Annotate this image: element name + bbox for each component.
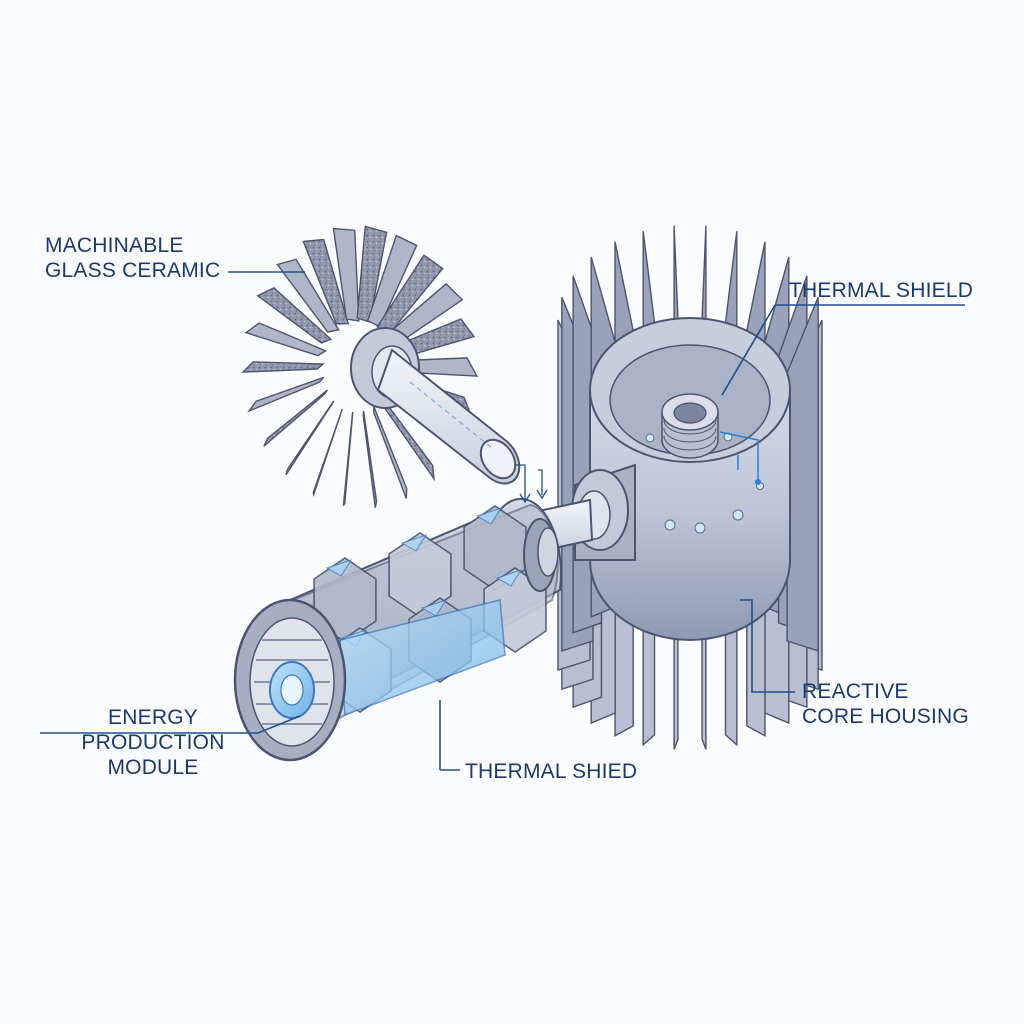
drum-rear-coupling: [523, 518, 559, 592]
label-energy-production-module: ENERGY PRODUCTION MODULE: [81, 706, 225, 779]
reactive-core-housing: [512, 225, 823, 750]
fan-blade: [332, 227, 360, 322]
fan-blade: [356, 225, 388, 323]
leader-thermal-shield-bottom: [439, 700, 460, 771]
panel-glow-seam: [420, 599, 448, 617]
fan-blade: [285, 400, 335, 476]
label-thermal-shield-top: THERMAL SHIELD: [789, 279, 974, 302]
housing-holes: [645, 432, 764, 534]
energy-production-module: [233, 497, 562, 762]
panel-glow-seam: [400, 534, 428, 552]
fan-blade: [244, 322, 328, 357]
fan-blade: [366, 234, 418, 328]
leader-energy-production-module: [40, 715, 301, 734]
leader-thermal-shield-top: [721, 304, 965, 396]
threaded-collar: [661, 393, 719, 459]
fan-blade: [263, 389, 328, 447]
label-reactive-core-housing: REACTIVE CORE HOUSING: [802, 680, 969, 728]
fan-blade: [372, 405, 408, 499]
fan-blade: [256, 287, 333, 344]
fan-blade: [241, 361, 326, 373]
fan-blade: [312, 408, 343, 498]
fan-blade: [362, 410, 378, 508]
leader-lines: [40, 271, 965, 771]
label-machinable-glass-ceramic: MACHINABLE GLASS CERAMIC: [45, 234, 221, 282]
panel-glow-seam: [495, 569, 523, 587]
label-thermal-shield-bottom: THERMAL SHIED: [465, 760, 638, 783]
fan-blade: [276, 258, 340, 333]
fan-blade: [342, 411, 354, 507]
ceramic-fan-wheel: [241, 225, 479, 508]
fan-blade: [247, 376, 325, 413]
leader-reactive-core-housing: [740, 599, 795, 693]
panel-glow-seam: [325, 559, 353, 577]
fan-blade: [302, 238, 350, 325]
fan-shaft: [376, 348, 521, 485]
panel-glow-seam: [475, 507, 503, 525]
